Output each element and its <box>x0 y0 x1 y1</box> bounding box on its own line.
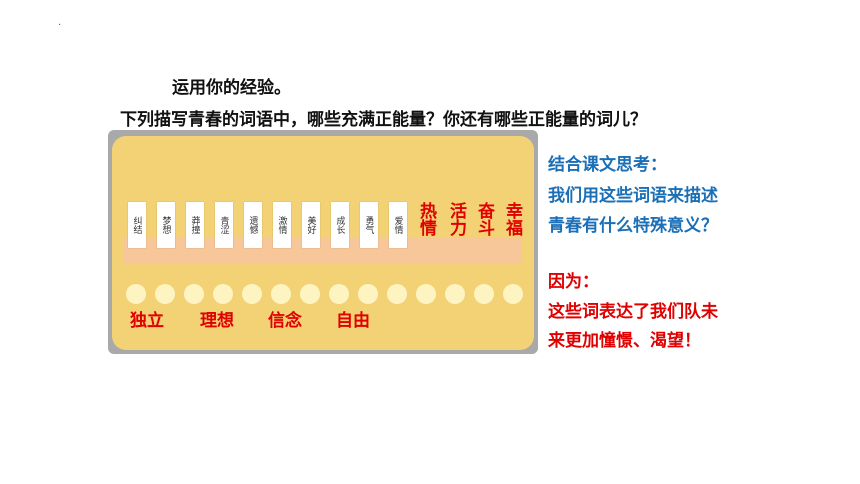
word-card: 青涩 <box>215 202 233 248</box>
answer-line: 来更加憧憬、渴望！ <box>548 331 701 351</box>
highlight-word: 奋斗 <box>474 202 494 236</box>
think-question-line: 我们用这些词语来描述 <box>548 186 718 206</box>
bead <box>416 284 436 304</box>
word-card: 遗憾 <box>244 202 262 248</box>
slide-mark: · <box>58 20 62 31</box>
word-board: 纠结 梦想 莽撞 青涩 遗憾 激情 美好 成长 勇气 爱情 热情 活力 奋斗 幸… <box>108 130 538 354</box>
added-word: 独立 <box>130 311 164 331</box>
added-word: 自由 <box>336 311 370 331</box>
highlight-word: 幸福 <box>502 202 522 236</box>
bead <box>184 284 204 304</box>
bead <box>445 284 465 304</box>
answer-line: 这些词表达了我们队未 <box>548 302 718 322</box>
word-card: 成长 <box>331 202 349 248</box>
bead <box>300 284 320 304</box>
bead <box>271 284 291 304</box>
bead <box>474 284 494 304</box>
word-card: 美好 <box>302 202 320 248</box>
board-surface: 纠结 梦想 莽撞 青涩 遗憾 激情 美好 成长 勇气 爱情 热情 活力 奋斗 幸… <box>112 136 534 350</box>
word-card: 勇气 <box>360 202 378 248</box>
word-card: 莽撞 <box>186 202 204 248</box>
added-word: 理想 <box>200 311 234 331</box>
word-card: 梦想 <box>157 202 175 248</box>
bead <box>242 284 262 304</box>
bead <box>329 284 349 304</box>
highlight-word: 热情 <box>416 202 436 236</box>
highlight-word: 活力 <box>446 202 466 236</box>
added-word: 信念 <box>268 311 302 331</box>
bead <box>126 284 146 304</box>
question-text: 下列描写青春的词语中，哪些充满正能量？你还有哪些正能量的词儿？ <box>120 110 647 130</box>
bead <box>213 284 233 304</box>
card-shelf <box>124 238 522 264</box>
word-card: 纠结 <box>128 202 146 248</box>
think-prompt: 结合课文思考： <box>548 155 667 175</box>
bead <box>503 284 523 304</box>
word-card: 爱情 <box>389 202 407 248</box>
answer-label: 因为： <box>548 272 599 292</box>
bead <box>358 284 378 304</box>
word-card: 激情 <box>273 202 291 248</box>
bead <box>387 284 407 304</box>
instruction-title: 运用你的经验。 <box>172 78 291 98</box>
think-question-line: 青春有什么特殊意义？ <box>548 216 718 236</box>
bead <box>155 284 175 304</box>
